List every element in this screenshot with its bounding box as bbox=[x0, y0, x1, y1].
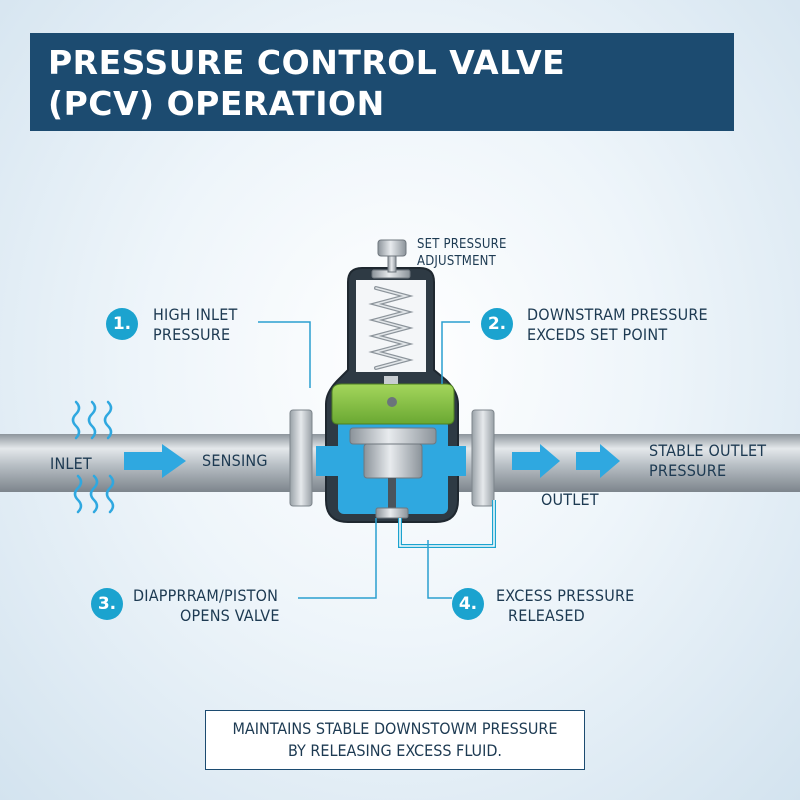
step-4-label-line-1: EXCESS PRESSURE bbox=[496, 586, 635, 605]
inlet-flow-arrow-icon bbox=[124, 444, 340, 478]
step-3-label-line-2: OPENS VALVE bbox=[180, 606, 280, 625]
step-4-label-line-2: RELEASED bbox=[508, 606, 585, 625]
summary-line-1: MAINTAINS STABLE DOWNSTOWM PRESSURE bbox=[232, 719, 558, 738]
title-banner: PRESSURE CONTROL VALVE (PCV) OPERATION bbox=[30, 33, 734, 131]
inlet-label: INLET bbox=[50, 454, 92, 473]
outlet-flange bbox=[471, 409, 495, 507]
wavy-flow-icon bbox=[71, 400, 115, 514]
step-1-label-line-2: PRESSURE bbox=[153, 325, 231, 344]
step-3-badge: 3. bbox=[91, 588, 123, 620]
step-1-badge: 1. bbox=[106, 308, 138, 340]
summary-line-2: BY RELEASING EXCESS FLUID. bbox=[287, 741, 502, 760]
sensing-label: SENSING bbox=[202, 451, 268, 470]
adjustment-screw bbox=[377, 239, 407, 273]
valve-piston bbox=[349, 427, 437, 519]
set-pressure-label-line-1: SET PRESSURE bbox=[417, 237, 507, 252]
step-2-badge: 2. bbox=[481, 308, 513, 340]
step-1-label-line-1: HIGH INLET bbox=[153, 305, 238, 324]
page-title-line-2: (PCV) OPERATION bbox=[48, 84, 385, 123]
step-2-label-line-2: EXCEDS SET POINT bbox=[527, 325, 668, 344]
leader-lines bbox=[258, 321, 470, 599]
set-pressure-label-line-2: ADJUSTMENT bbox=[417, 254, 496, 269]
outlet-label: OUTLET bbox=[541, 490, 599, 509]
step-4-badge: 4. bbox=[452, 588, 484, 620]
stable-outlet-label-line-2: PRESSURE bbox=[649, 461, 727, 480]
sensing-line bbox=[398, 500, 496, 548]
inlet-flange bbox=[289, 409, 313, 507]
outlet-flow-arrow-icon bbox=[448, 444, 620, 478]
summary-box: MAINTAINS STABLE DOWNSTOWM PRESSURE BY R… bbox=[205, 710, 585, 770]
diaphragm-bonnet bbox=[331, 376, 455, 425]
step-2-label-line-1: DOWNSTRAM PRESSURE bbox=[527, 305, 708, 324]
step-3-label-line-1: DIAPPRRAM/PISTON bbox=[133, 586, 279, 605]
page-title-line-1: PRESSURE CONTROL VALVE bbox=[48, 43, 566, 82]
stable-outlet-label-line-1: STABLE OUTLET bbox=[649, 441, 767, 460]
